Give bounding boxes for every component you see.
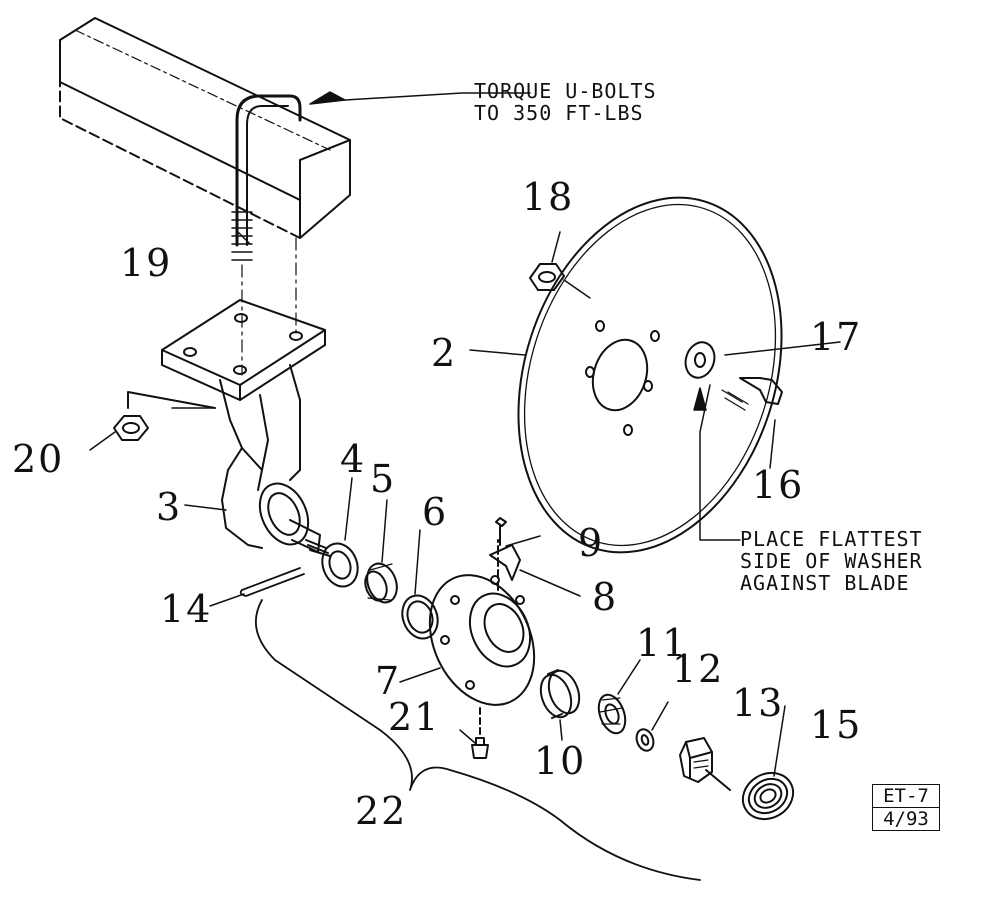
assembly-bracket (254, 599, 701, 881)
callout-19: 19 (120, 241, 173, 285)
callout-8: 8 (592, 575, 619, 619)
castle-nut (679, 737, 731, 791)
bolt-16 (721, 377, 783, 411)
nut-20 (113, 391, 216, 441)
callout-17: 17 (810, 315, 863, 359)
callout-7: 7 (375, 659, 402, 703)
callout-6: 6 (422, 490, 449, 534)
callout-10: 10 (534, 739, 587, 783)
grease-fitting (471, 707, 489, 759)
callout-5: 5 (370, 457, 397, 501)
callout-13: 13 (732, 681, 785, 725)
callout-21: 21 (388, 695, 441, 739)
cotter-pin (239, 567, 305, 597)
callout-9: 9 (578, 521, 605, 565)
torque-note: TORQUE U-BOLTS TO 350 FT-LBS (474, 80, 657, 124)
bolt-and-tab (489, 517, 521, 581)
callout-15: 15 (810, 703, 863, 747)
torque-note-line-2: TO 350 FT-LBS (474, 101, 644, 125)
nut-18 (529, 263, 565, 291)
washer-17 (684, 341, 716, 379)
callout-20: 20 (12, 437, 65, 481)
leader-lines (89, 91, 841, 777)
callout-2: 2 (431, 331, 458, 375)
washer-note-line-1: PLACE FLATTEST (740, 527, 923, 551)
arm-spindle (219, 364, 331, 557)
washer-note: PLACE FLATTEST SIDE OF WASHER AGAINST BL… (740, 528, 923, 594)
callout-4: 4 (340, 437, 367, 481)
callout-22: 22 (355, 789, 408, 833)
bearing-cone-5 (364, 562, 398, 604)
drawing-stamp: ET-7 4/93 (872, 784, 940, 831)
bearing-cone-11 (597, 693, 627, 735)
disc-blade (517, 196, 783, 554)
torque-note-line-1: TORQUE U-BOLTS (474, 79, 657, 103)
callout-12: 12 (672, 647, 725, 691)
drawing-date: 4/93 (873, 807, 939, 830)
callout-14: 14 (160, 587, 213, 631)
dust-cap (741, 771, 795, 821)
toolbar-tube (59, 17, 351, 239)
washer-12 (635, 728, 655, 752)
bearing-cup-4 (321, 542, 359, 588)
drawing-code: ET-7 (883, 785, 929, 807)
hub-7 (428, 539, 536, 706)
seal-6 (401, 594, 439, 640)
callout-18: 18 (522, 175, 575, 219)
callout-11: 11 (636, 621, 689, 665)
mounting-plate (161, 299, 326, 401)
washer-note-line-2: SIDE OF WASHER (740, 549, 923, 573)
washer-note-line-3: AGAINST BLADE (740, 571, 910, 595)
callout-3: 3 (156, 485, 183, 529)
bearing-cup-10 (539, 669, 581, 719)
callout-16: 16 (752, 463, 805, 507)
